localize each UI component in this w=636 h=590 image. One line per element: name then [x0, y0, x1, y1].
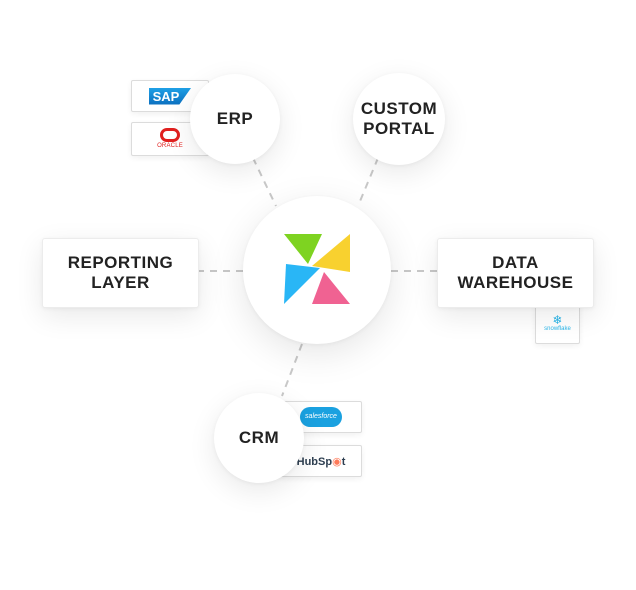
pinwheel-logo-icon — [284, 234, 350, 304]
crm-label: CRM — [238, 428, 280, 447]
central-hub — [243, 196, 391, 344]
connector-custom-portal — [357, 157, 379, 207]
custom-portal-label: CUSTOM PORTAL — [360, 99, 438, 138]
snowflake-logo: ❄ snowflake — [544, 312, 571, 332]
sap-logo: SAP — [148, 87, 192, 105]
snowflake-icon: ❄ — [552, 312, 563, 327]
erp-node: ERP — [190, 74, 280, 164]
salesforce-logo: salesforce — [300, 407, 342, 427]
reporting-layer-node: REPORTING LAYER — [42, 238, 199, 308]
data-warehouse-node: DATA WAREHOUSE — [437, 238, 594, 308]
oracle-ring-icon — [160, 128, 180, 142]
snowflake-logo-badge: ❄ snowflake — [535, 302, 580, 344]
custom-portal-node: CUSTOM PORTAL — [353, 73, 445, 165]
crm-node: CRM — [214, 393, 304, 483]
connector-crm — [281, 343, 303, 397]
oracle-logo: ORACLE — [157, 128, 183, 150]
erp-label: ERP — [216, 109, 254, 128]
data-warehouse-label: DATA WAREHOUSE — [457, 253, 574, 292]
reporting-layer-label: REPORTING LAYER — [67, 253, 174, 292]
hubspot-logo: HubSp◉t — [296, 455, 346, 468]
connector-erp — [252, 157, 277, 207]
